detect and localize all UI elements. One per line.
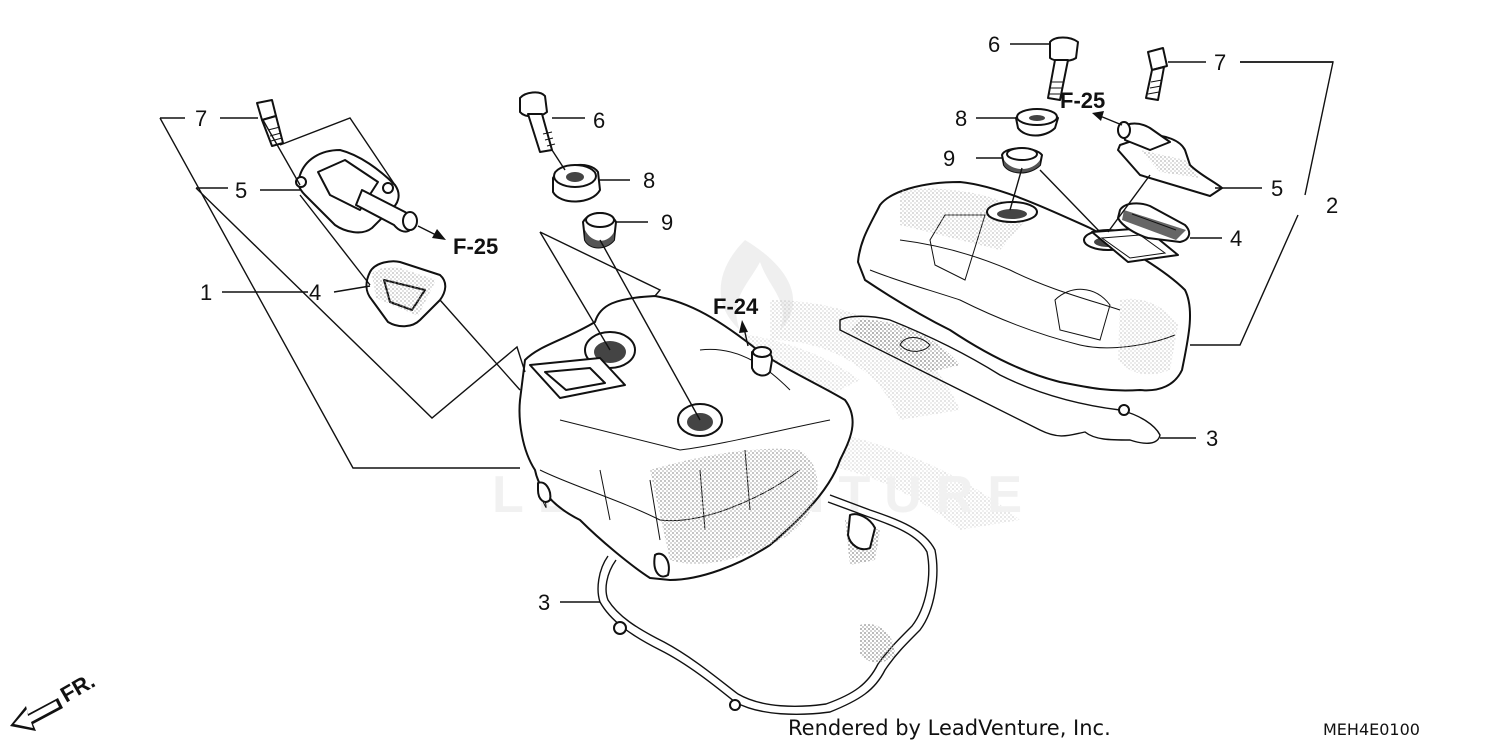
leader-lines — [159, 43, 1334, 603]
render-credit: Rendered by LeadVenture, Inc. — [788, 716, 1111, 740]
callout-right-breather-5: 5 — [1271, 176, 1283, 201]
callout-right-gasket-3: 3 — [1206, 426, 1218, 451]
cross-references: F-25 F-24 F-25 — [453, 88, 1105, 319]
callout-center-grommet-9: 9 — [661, 210, 673, 235]
callout-right-bolt-6: 6 — [988, 32, 1000, 57]
right-bolt-7 — [1145, 47, 1168, 101]
right-cover-gasket — [839, 315, 1161, 444]
left-cover-gasket — [597, 494, 938, 715]
reference-arrows — [417, 111, 1123, 347]
ref-left-hose: F-25 — [453, 234, 498, 259]
callout-left-breather-5: 5 — [235, 178, 247, 203]
right-bolt-6 — [1047, 36, 1079, 101]
callout-right-grommet-9: 9 — [943, 146, 955, 171]
right-grommet-9 — [1001, 147, 1043, 174]
left-cylinder-head-cover — [518, 295, 854, 581]
right-cylinder-head-cover — [857, 181, 1191, 392]
center-bolt-6 — [519, 91, 556, 153]
left-bolt-7 — [256, 99, 284, 147]
left-breather-plate-5 — [295, 149, 418, 234]
callout-center-washer-8: 8 — [643, 168, 655, 193]
right-seal-4 — [1117, 202, 1191, 243]
front-direction-arrow: FR. — [10, 668, 99, 731]
callout-right-cover-2: 2 — [1326, 193, 1338, 218]
ref-center-hose: F-24 — [713, 294, 759, 319]
diagram-code: MEH4E0100 — [1323, 720, 1420, 739]
callout-left-seal-4: 4 — [309, 280, 321, 305]
callout-left-cover-1: 1 — [200, 280, 212, 305]
center-washer-8 — [552, 163, 601, 203]
right-washer-8 — [1015, 108, 1059, 137]
callouts: 7 5 1 4 6 8 9 3 6 7 8 9 5 2 4 3 — [195, 32, 1338, 615]
callout-left-gasket-3: 3 — [538, 590, 550, 615]
left-seal-4 — [365, 260, 447, 328]
right-breather-plate-5 — [1117, 121, 1223, 197]
callout-right-seal-4: 4 — [1230, 226, 1242, 251]
center-grommet-9 — [582, 212, 617, 249]
callout-left-bolt-7: 7 — [195, 106, 207, 131]
ref-right-hose: F-25 — [1060, 88, 1105, 113]
direction-label: FR. — [56, 668, 99, 707]
callout-center-bolt-6: 6 — [593, 108, 605, 133]
callout-right-washer-8: 8 — [955, 106, 967, 131]
callout-right-bolt-7: 7 — [1214, 50, 1226, 75]
